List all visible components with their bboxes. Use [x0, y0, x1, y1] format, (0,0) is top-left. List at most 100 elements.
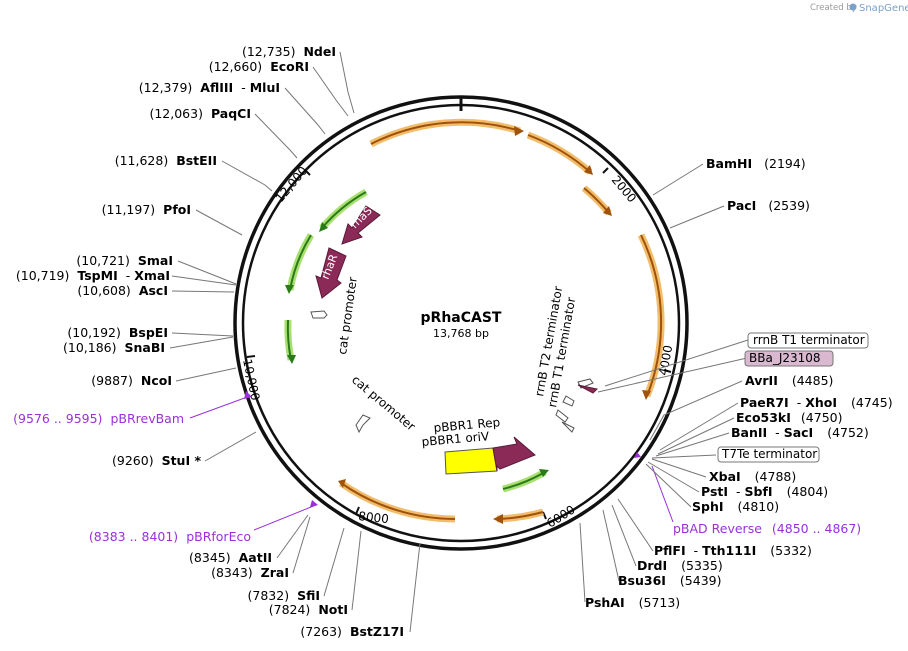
pBBR1-oriV-label: pBBR1 oriV	[421, 429, 490, 449]
leader-XhoI	[659, 402, 739, 451]
site-PaqCI[interactable]: (12,063)PaqCI	[149, 106, 251, 121]
site-PacI[interactable]: PacI(2539)	[727, 198, 810, 213]
pBBR1-oriV-feature[interactable]	[444, 447, 498, 475]
site-AscI[interactable]: (10,608)AscI	[77, 283, 168, 298]
primer-pBAD-Reverse[interactable]: pBAD Reverse(4850 .. 4867)	[673, 521, 861, 536]
primer-pBRforEco[interactable]: (8383 .. 8401)pBRforEco	[89, 529, 251, 544]
orange-arc-1-line	[370, 121, 521, 145]
leader-SmaI	[177, 260, 237, 285]
primer-pBRrevBam[interactable]: (9576 .. 9595)pBRrevBam	[13, 411, 184, 426]
plasmid-name: pRhaCAST	[421, 310, 502, 326]
leader-rrnB-T1-box	[604, 339, 749, 387]
tick-mark-4000	[663, 369, 672, 373]
orange-arrowhead-2	[584, 165, 593, 175]
site-TspMI-XmaI[interactable]: (10,719)TspMI-XmaI	[16, 268, 170, 283]
tick-mark-2000	[602, 167, 609, 174]
rrnB-T1-marker[interactable]	[562, 395, 575, 407]
leader-AvrII	[649, 380, 743, 441]
t7te-marker[interactable]	[555, 409, 569, 423]
right-site-labels: BamHI(2194) PacI(2539) AvrII(4485) PaeR7…	[585, 156, 893, 610]
site-BspEI[interactable]: (10,192)BspEI	[67, 325, 168, 340]
cat-promoter-arrow-1[interactable]	[310, 310, 328, 319]
orange-arrowhead-4	[642, 390, 651, 400]
rrnB-T1-box-label: rrnB T1 terminator	[753, 333, 865, 347]
site-SphI[interactable]: SphI(4810)	[692, 499, 779, 514]
site-BamHI[interactable]: BamHI(2194)	[706, 156, 806, 171]
green-arc-2[interactable]	[286, 233, 315, 291]
site-NotI[interactable]: (7824)NotI	[269, 602, 348, 617]
orange-arrowhead-6	[338, 479, 346, 488]
leader-BamHI	[652, 163, 704, 196]
pBBR1-Rep-feature[interactable]	[492, 436, 536, 472]
green-feature-arcs	[284, 188, 547, 493]
site-PshAI[interactable]: PshAI(5713)	[585, 595, 680, 610]
leader-BspEI	[171, 332, 234, 337]
BBa-J23108-box[interactable]	[744, 350, 834, 367]
site-ZraI[interactable]: (8343)ZraI	[211, 565, 289, 580]
site-NdeI[interactable]: (12,735)NdeI	[242, 44, 336, 59]
site-StuI[interactable]: (9260)StuI *	[112, 453, 201, 468]
site-BstZ17I[interactable]: (7263)BstZ17I	[300, 624, 404, 639]
primer-marker-pBRforEco	[310, 500, 318, 507]
site-BanII-SacI[interactable]: BanII-SacI(4752)	[731, 425, 869, 440]
leader-SfiI	[323, 527, 345, 597]
right-leader-lines	[579, 163, 749, 603]
orange-arrowhead-3	[603, 206, 612, 216]
site-AatII[interactable]: (8345)AatII	[189, 550, 272, 565]
green-arrowhead-1	[319, 222, 328, 232]
orange-arc-2-line	[527, 134, 591, 173]
bba-promoter-marker[interactable]	[577, 384, 599, 394]
primer-marker-pBAD	[634, 452, 641, 458]
site-NcoI[interactable]: (9887)NcoI	[91, 373, 172, 388]
leader-SbfI	[647, 461, 700, 493]
leader-NcoI	[175, 367, 237, 382]
plasmid-size: 13,768 bp	[433, 327, 489, 340]
site-EcoRI[interactable]: (12,660)EcoRI	[209, 59, 309, 74]
primer-leader-pBAD	[651, 465, 674, 523]
site-Bsu36I[interactable]: Bsu36I(5439)	[618, 573, 722, 588]
tick-mark-8000	[355, 506, 360, 515]
site-SmaI[interactable]: (10,721)SmaI	[76, 253, 173, 268]
orange-arc-6-line	[340, 482, 456, 520]
green-arrowhead-4	[539, 469, 549, 477]
rhaR-feature-arrow[interactable]	[315, 247, 347, 299]
leader-PaqCI	[254, 113, 298, 159]
orange-arrowhead-1	[514, 126, 524, 136]
rhaS-feature-arrow[interactable]	[341, 205, 381, 245]
leader-StuI	[204, 431, 257, 462]
cat-promoter-label-1: cat promoter	[335, 276, 360, 355]
site-AvrII[interactable]: AvrII(4485)	[745, 373, 833, 388]
site-AflIII-MluI[interactable]: (12,379)AflIII-MluI	[139, 80, 280, 95]
leader-SacI	[655, 432, 730, 457]
site-DrdI[interactable]: DrdI(5335)	[637, 558, 723, 573]
site-PfoI[interactable]: (11,197)PfoI	[102, 202, 191, 217]
tick-label-12000: 12,000	[273, 164, 311, 205]
leader-Bsu36I	[602, 509, 620, 582]
credit-brand[interactable]: SnapGene	[859, 3, 908, 14]
primer-leader-pBRforEco	[253, 504, 317, 531]
leader-XmaI	[171, 275, 237, 286]
leader-SnaBI	[169, 336, 234, 349]
leader-AscI	[171, 290, 235, 293]
leader-NotI	[351, 530, 362, 611]
left-site-labels: (12,735)NdeI (12,660)EcoRI (12,379)AflII…	[16, 44, 404, 639]
site-SnaBI[interactable]: (10,186)SnaBI	[63, 340, 165, 355]
leader-Eco53kI	[657, 417, 735, 455]
site-XbaI[interactable]: XbaI(4788)	[709, 469, 796, 484]
site-BstEII[interactable]: (11,628)BstEII	[115, 153, 217, 168]
rrnB-T1-box[interactable]	[747, 332, 869, 349]
site-SfiI[interactable]: (7832)SfiI	[248, 588, 321, 603]
T7Te-terminator-box[interactable]	[717, 446, 820, 463]
T7Te-terminator-box-label: T7Te terminator	[721, 447, 817, 461]
leader-AatII	[276, 514, 309, 559]
cat-promoter-arrow-2[interactable]	[355, 414, 371, 434]
leader-PacI	[669, 205, 725, 229]
site-Eco53kI[interactable]: Eco53kI(4750)	[736, 410, 842, 425]
site-PaeR7I-XhoI[interactable]: PaeR7I-XhoI(4745)	[740, 395, 893, 410]
green-arrowhead-2	[285, 285, 294, 294]
site-PflFI-Tth111I[interactable]: PflFI-Tth111I(5332)	[654, 543, 812, 558]
site-PstI-SbfI[interactable]: PstI-SbfI(4804)	[701, 484, 828, 499]
leader-PfoI	[195, 209, 243, 236]
orange-arc-3-line	[583, 187, 610, 214]
